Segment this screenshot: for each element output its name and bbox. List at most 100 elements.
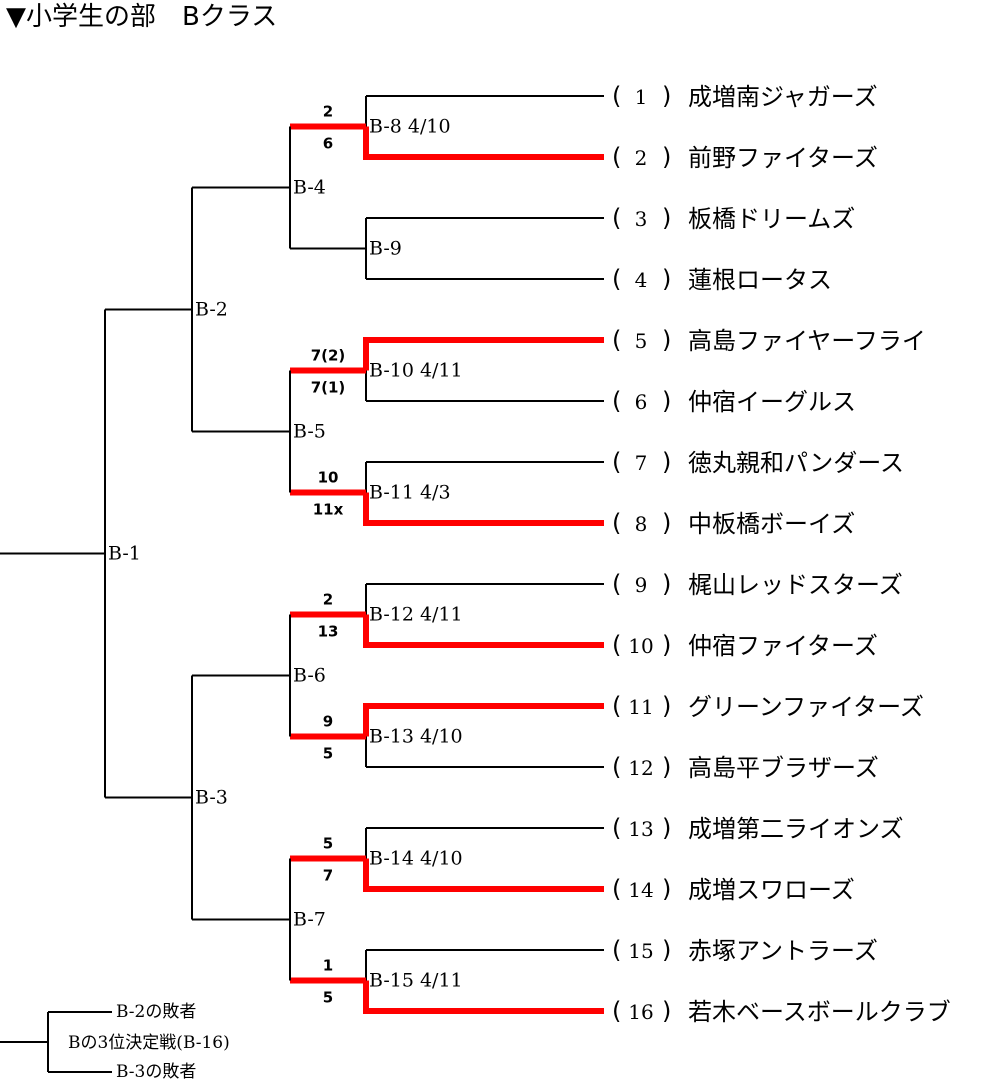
team-seed-number: 7 (635, 451, 648, 475)
team-seed-open-paren: ( (612, 326, 621, 354)
team-seed-number: 5 (635, 329, 648, 353)
team-seed-close-paren: ) (662, 448, 671, 476)
team-seed-number: 9 (635, 573, 648, 597)
team-seed-open-paren: ( (612, 631, 621, 659)
team-seed-open-paren: ( (612, 448, 621, 476)
team-seed-close-paren: ) (662, 814, 671, 842)
team-seed-number: 11 (628, 695, 653, 719)
score-bottom: 7(1) (311, 379, 346, 397)
score-bottom: 6 (323, 135, 333, 153)
score-bottom: 11x (313, 501, 344, 519)
qf-label: B-7 (293, 909, 326, 931)
third-place-bottom-label: B-3の敗者 (116, 1062, 196, 1082)
team-seed-open-paren: ( (612, 753, 621, 781)
match-label: B-15 4/11 (369, 970, 463, 992)
team-seed-open-paren: ( (612, 204, 621, 232)
team-name: 徳丸親和パンダース (688, 449, 904, 477)
team-seed-close-paren: ) (662, 692, 671, 720)
score-top: 2 (323, 591, 333, 609)
team-seed-open-paren: ( (612, 936, 621, 964)
bracket-texts: (1) 成増南ジャガーズ (2) 前野ファイターズ (3) 板橋ドリームズ (4) 蓮根ロータ… (68, 82, 951, 1082)
team-name: 成増スワローズ (688, 876, 855, 904)
score-bottom: 5 (323, 989, 333, 1007)
match-label: B-12 4/11 (369, 604, 463, 626)
team-name: 中板橋ボーイズ (688, 510, 855, 538)
team-seed-open-paren: ( (612, 387, 621, 415)
team-name: 赤塚アントラーズ (688, 937, 878, 965)
team-seed-number: 3 (635, 207, 648, 231)
team-seed-close-paren: ) (662, 204, 671, 232)
team-seed-close-paren: ) (662, 387, 671, 415)
team-seed-close-paren: ) (662, 326, 671, 354)
sf-label: B-2 (195, 299, 228, 321)
team-name: 仲宿ファイターズ (688, 632, 878, 660)
team-seed-close-paren: ) (662, 143, 671, 171)
team-seed-open-paren: ( (612, 509, 621, 537)
score-bottom: 13 (318, 623, 339, 641)
bracket-lines (0, 95, 604, 1073)
match-label: B-9 (369, 238, 402, 260)
team-name: 成増第二ライオンズ (688, 815, 904, 843)
team-seed-number: 10 (628, 634, 653, 658)
team-seed-close-paren: ) (662, 631, 671, 659)
team-seed-close-paren: ) (662, 570, 671, 598)
team-seed-number: 2 (635, 146, 648, 170)
third-place-label: Bの3位決定戦(B-16) (68, 1033, 230, 1053)
team-seed-close-paren: ) (662, 509, 671, 537)
team-seed-number: 6 (635, 390, 648, 414)
team-seed-number: 13 (628, 817, 653, 841)
team-seed-number: 12 (628, 756, 653, 780)
score-top: 9 (323, 713, 333, 731)
score-top: 2 (323, 103, 333, 121)
team-seed-close-paren: ) (662, 753, 671, 781)
team-seed-close-paren: ) (662, 936, 671, 964)
team-seed-open-paren: ( (612, 265, 621, 293)
match-label: B-14 4/10 (369, 848, 463, 870)
team-name: グリーンファイターズ (688, 693, 924, 721)
team-seed-number: 4 (635, 268, 648, 292)
team-seed-open-paren: ( (612, 875, 621, 903)
final-label: B-1 (108, 543, 141, 565)
score-bottom: 5 (323, 745, 333, 763)
match-label: B-8 4/10 (369, 116, 451, 138)
team-seed-open-paren: ( (612, 997, 621, 1025)
team-name: 仲宿イーグルス (688, 388, 856, 416)
team-seed-open-paren: ( (612, 692, 621, 720)
team-name: 梶山レッドスターズ (688, 571, 903, 599)
score-bottom: 7 (323, 867, 333, 885)
score-top: 10 (318, 469, 339, 487)
team-seed-number: 14 (628, 878, 653, 902)
team-seed-close-paren: ) (662, 875, 671, 903)
team-name: 蓮根ロータス (688, 266, 832, 294)
page-title: ▼小学生の部 Bクラス (6, 2, 278, 32)
score-top: 5 (323, 835, 333, 853)
score-top: 1 (323, 957, 333, 975)
team-name: 板橋ドリームズ (688, 205, 855, 233)
team-seed-number: 8 (635, 512, 648, 536)
team-seed-open-paren: ( (612, 82, 621, 110)
team-seed-close-paren: ) (662, 82, 671, 110)
match-label: B-11 4/3 (369, 482, 451, 504)
team-seed-open-paren: ( (612, 143, 621, 171)
match-label: B-13 4/10 (369, 726, 463, 748)
team-seed-open-paren: ( (612, 570, 621, 598)
qf-label: B-6 (293, 665, 326, 687)
team-name: 前野ファイターズ (688, 144, 878, 172)
team-seed-number: 16 (628, 1000, 653, 1024)
match-label: B-10 4/11 (369, 360, 463, 382)
team-seed-open-paren: ( (612, 814, 621, 842)
team-name: 成増南ジャガーズ (688, 83, 878, 111)
score-top: 7(2) (311, 347, 346, 365)
team-seed-number: 15 (628, 939, 653, 963)
team-name: 高島ファイヤーフライ (688, 327, 926, 355)
sf-label: B-3 (195, 787, 228, 809)
qf-label: B-4 (293, 177, 326, 199)
qf-label: B-5 (293, 421, 326, 443)
team-seed-close-paren: ) (662, 997, 671, 1025)
team-seed-number: 1 (635, 85, 648, 109)
team-name: 高島平ブラザーズ (688, 754, 879, 782)
team-seed-close-paren: ) (662, 265, 671, 293)
team-name: 若木ベースボールクラブ (688, 998, 951, 1026)
third-place-top-label: B-2の敗者 (116, 1002, 196, 1022)
